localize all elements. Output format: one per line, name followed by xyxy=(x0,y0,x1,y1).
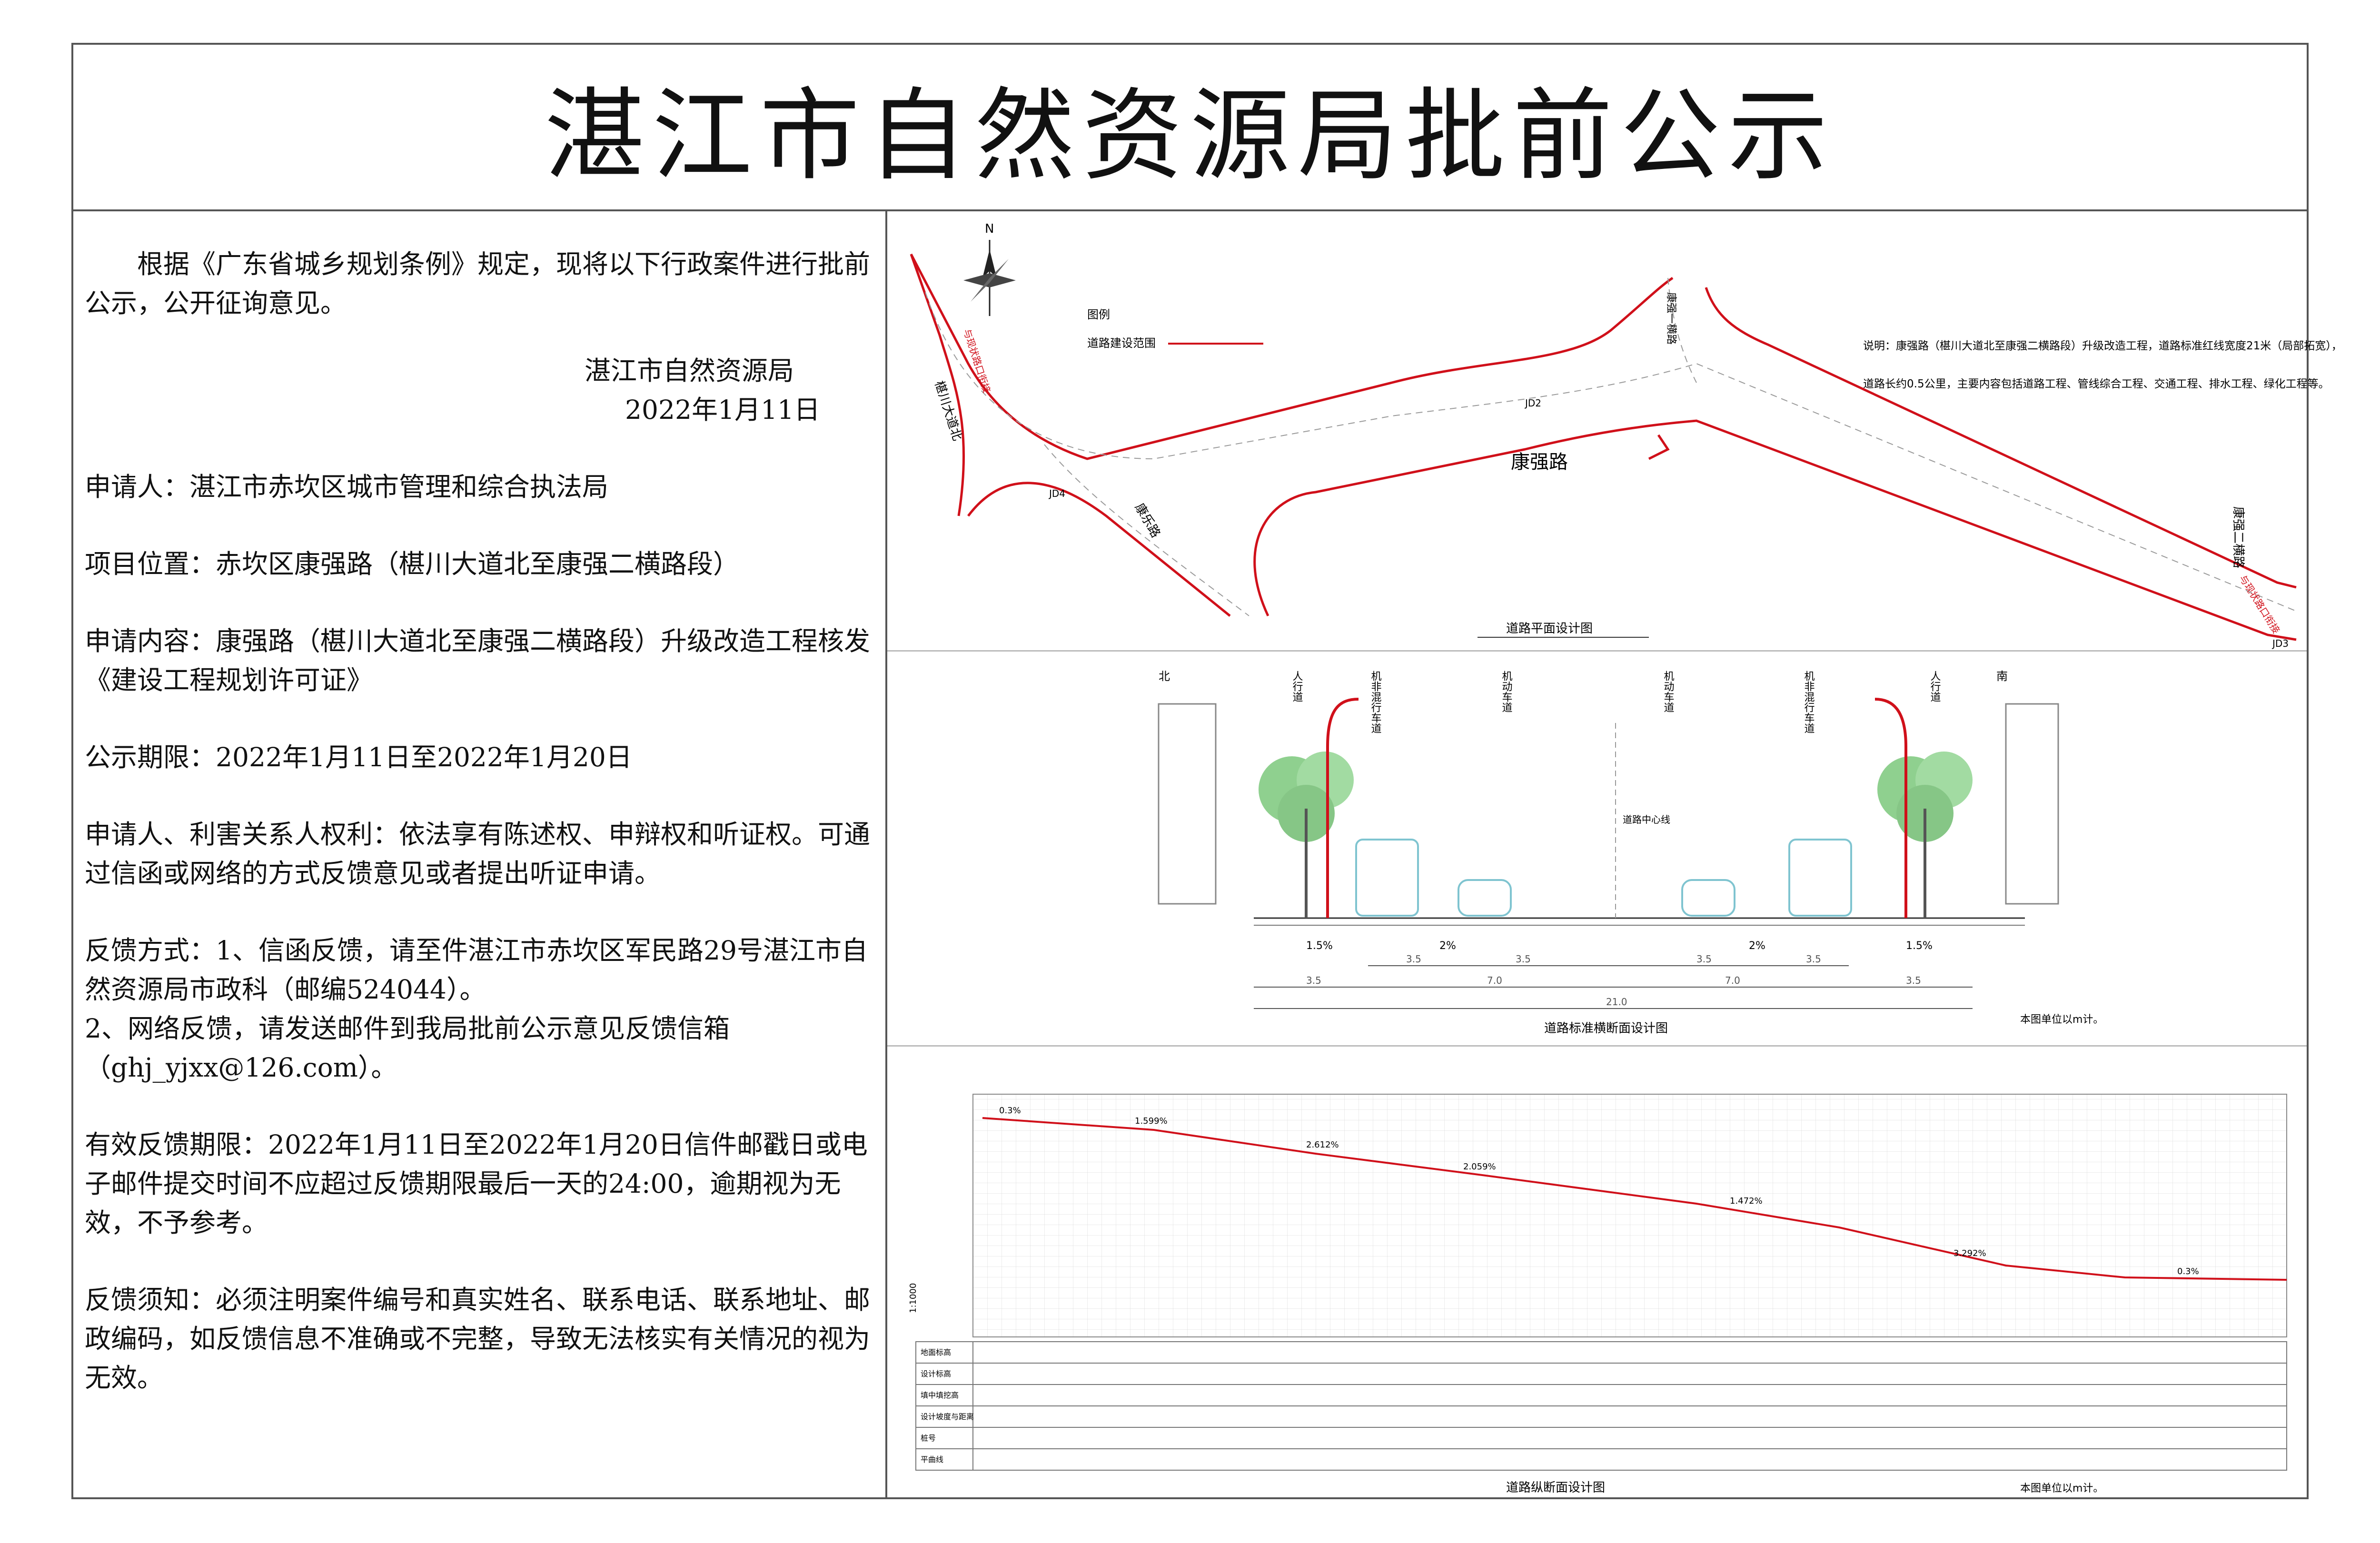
plan-description-2: 道路长约0.5公里，主要内容包括道路工程、管线综合工程、交通工程、排水工程、绿化… xyxy=(1863,378,2330,390)
drawings-panel: N 图例 道路建设范围 说明：康强路（椹川大道北至康强二横路段）升级改造工程，道… xyxy=(887,211,2342,1499)
profile-scale: 1:1000 xyxy=(908,1283,918,1313)
jd2-label: JD2 xyxy=(1524,397,1541,409)
plan-caption: 道路平面设计图 xyxy=(1506,622,1593,636)
grade-6: 3.292% xyxy=(1954,1248,1986,1258)
title-bar: 湛江市自然资源局批前公示 xyxy=(73,45,2307,211)
car-right-icon xyxy=(1681,879,1735,917)
tree-right-icon xyxy=(1877,752,1973,918)
period-text: 公示期限：2022年1月11日至2022年1月20日 xyxy=(85,742,632,772)
applicant-text: 申请人：湛江市赤坎区城市管理和综合执法局 xyxy=(85,472,609,502)
row-label-1: 地面标高 xyxy=(921,1348,951,1357)
legend-item-label: 道路建设范围 xyxy=(1087,336,1156,350)
issue-date: 2022年1月11日 xyxy=(625,395,820,425)
grade-1: 0.3% xyxy=(999,1106,1021,1116)
grade-2: 1.599% xyxy=(1135,1116,1168,1126)
issuer-text: 湛江市自然资源局 xyxy=(585,356,794,386)
cross-section-svg: 北 南 xyxy=(1158,670,2103,1036)
building-right xyxy=(2005,703,2059,905)
content-text: 申请内容：康强路（椹川大道北至康强二横路段）升级改造工程核发《建设工程规划许可证… xyxy=(85,626,871,695)
lamp-right-icon xyxy=(1874,698,1907,918)
profile-design-line xyxy=(982,1117,2287,1281)
feedback-method-2: 2、网络反馈，请发送邮件到我局批前公示意见反馈信箱（ghj_yjxx@126.c… xyxy=(85,1013,730,1083)
road-boundary-lines xyxy=(910,253,2297,641)
road-centerlines xyxy=(925,277,2297,616)
grade-7: 0.3% xyxy=(2177,1266,2199,1276)
road-name-east: 康强二横路 xyxy=(2231,506,2245,568)
slope-1: 1.5% xyxy=(1306,940,1333,952)
centerline-label: 道路中心线 xyxy=(1623,814,1670,825)
row-label-5: 桩号 xyxy=(921,1434,936,1443)
grade-3: 2.612% xyxy=(1306,1140,1339,1150)
width-mid-3: 7.0 xyxy=(1725,975,1740,986)
feedback-method-1: 反馈方式：1、信函反馈，请至件湛江市赤坎区军民路29号湛江市自然资源局市政科（邮… xyxy=(85,935,868,1005)
bus-right-icon xyxy=(1788,839,1852,917)
road-name-northeast: 康强一横路 xyxy=(1665,292,1677,345)
rights-text: 申请人、利害关系人权利：依法享有陈述权、申辩权和听证权。可通过信函或网络的方式反… xyxy=(85,819,871,889)
bus-left-icon xyxy=(1355,839,1419,917)
grade-5: 1.472% xyxy=(1730,1196,1763,1206)
road-name-southwest: 康乐路 xyxy=(1132,501,1163,541)
profile-svg: 1:1000 0.3% 1.599% 2.612% 2.059% 1.472% … xyxy=(908,1094,2287,1495)
section-south-label: 南 xyxy=(1996,670,2008,683)
intro-text: 根据《广东省城乡规划条例》规定，现将以下行政案件进行批前公示，公开征询意见。 xyxy=(85,249,871,318)
section-unit-note: 本图单位以m计。 xyxy=(2020,1014,2103,1026)
car-left-icon xyxy=(1458,879,1512,917)
legend-title: 图例 xyxy=(1087,308,1110,321)
row-label-6: 平曲线 xyxy=(921,1455,943,1464)
slope-4: 1.5% xyxy=(1906,940,1933,952)
page-title: 湛江市自然资源局批前公示 xyxy=(544,78,1835,194)
north-arrow-icon xyxy=(963,240,1016,316)
row-label-3: 填中填挖高 xyxy=(921,1391,959,1400)
profile-grid xyxy=(972,1094,2287,1337)
width-top-1: 3.5 xyxy=(1406,953,1421,965)
building-left xyxy=(1158,703,1217,905)
lane-label-2: 机非混行车道 xyxy=(1369,671,1382,733)
width-top-4: 3.5 xyxy=(1806,953,1821,965)
width-mid-1: 3.5 xyxy=(1306,975,1321,986)
jd3-label: JD3 xyxy=(2271,638,2289,649)
profile-caption: 道路纵断面设计图 xyxy=(1506,1481,1605,1495)
profile-drawing: 1:1000 0.3% 1.599% 2.612% 2.059% 1.472% … xyxy=(887,1047,2307,1499)
row-label-2: 设计标高 xyxy=(921,1369,951,1378)
lane-labels: 人行道 机非混行车道 机动车道 机动车道 机非混行车道 人行道 xyxy=(1291,671,1941,733)
valid-period-text: 有效反馈期限：2022年1月11日至2022年1月20日信件邮戳日或电子邮件提交… xyxy=(85,1129,868,1238)
grade-labels: 0.3% 1.599% 2.612% 2.059% 1.472% 3.292% … xyxy=(999,1106,2199,1276)
grade-4: 2.059% xyxy=(1463,1162,1496,1172)
lamp-left-icon xyxy=(1326,698,1359,918)
jd4-label: JD4 xyxy=(1048,488,1065,499)
section-caption: 道路标准横断面设计图 xyxy=(1544,1021,1668,1036)
notice-text-panel: 根据《广东省城乡规划条例》规定，现将以下行政案件进行批前公示，公开征询意见。 湛… xyxy=(73,211,887,1499)
slope-2: 2% xyxy=(1439,940,1456,952)
plan-description-1: 说明：康强路（椹川大道北至康强二横路段）升级改造工程，道路标准红线宽度21米（局… xyxy=(1863,340,2342,352)
plan-view-svg: N 图例 道路建设范围 说明：康强路（椹川大道北至康强二横路段）升级改造工程，道… xyxy=(910,222,2342,649)
width-top-2: 3.5 xyxy=(1516,953,1531,965)
lane-label-4: 机动车道 xyxy=(1662,671,1675,712)
profile-unit-note: 本图单位以m计。 xyxy=(2020,1483,2103,1494)
width-top-3: 3.5 xyxy=(1696,953,1712,965)
total-width: 21.0 xyxy=(1606,996,1627,1008)
feedback-note-text: 反馈须知：必须注明案件编号和真实姓名、联系电话、联系地址、邮政编码，如反馈信息不… xyxy=(85,1285,871,1393)
slope-3: 2% xyxy=(1749,940,1765,952)
lane-label-6: 人行道 xyxy=(1929,671,1941,702)
row-label-4: 设计坡度与距离 xyxy=(921,1412,974,1421)
profile-table xyxy=(915,1341,2287,1471)
width-mid-4: 3.5 xyxy=(1906,975,1921,986)
location-text: 项目位置：赤坎区康强路（椹川大道北至康强二横路段） xyxy=(85,549,740,579)
north-label: N xyxy=(985,222,994,236)
width-mid-2: 7.0 xyxy=(1487,975,1502,986)
profile-row-labels: 地面标高 设计标高 填中填挖高 设计坡度与距离 桩号 平曲线 xyxy=(921,1348,974,1464)
lane-label-5: 机非混行车道 xyxy=(1803,671,1815,733)
notice-frame: 湛江市自然资源局批前公示 根据《广东省城乡规划条例》规定，现将以下行政案件进行批… xyxy=(71,43,2342,1499)
lane-label-1: 人行道 xyxy=(1291,671,1303,702)
lane-label-3: 机动车道 xyxy=(1500,671,1513,712)
plan-view-drawing: N 图例 道路建设范围 说明：康强路（椹川大道北至康强二横路段）升级改造工程，道… xyxy=(887,211,2342,652)
cross-section-drawing: 北 南 xyxy=(887,652,2307,1047)
section-north-label: 北 xyxy=(1159,670,1170,683)
tree-left-icon xyxy=(1259,752,1354,918)
road-name-kangqiang: 康强路 xyxy=(1511,451,1568,473)
